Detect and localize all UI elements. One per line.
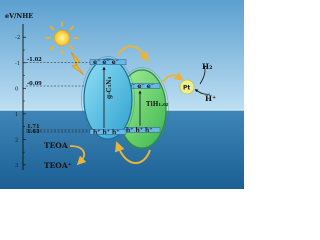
energy-level-label: -0.09 — [27, 81, 42, 87]
pt-label: Pt — [183, 85, 190, 92]
teoa-plus-label: TEOA⁺ — [44, 161, 72, 170]
gcn-holes: h⁺ h⁺ h⁺ — [93, 129, 120, 136]
axis-tick-label: -1 — [15, 61, 20, 67]
axis-tick-label: 2 — [15, 137, 18, 143]
energy-axis: eV/NHE -2 -1 0 1 2 3 — [5, 12, 33, 170]
h2-label: H₂ — [202, 62, 212, 71]
axis-tick-label: 3 — [15, 163, 19, 169]
pt-cocatalyst: Pt — [179, 79, 195, 95]
teoa-label: TEOA — [44, 141, 68, 150]
tih-electrons: e⁻ e⁻ e⁻ — [128, 83, 154, 90]
h2-evolution-arrow — [199, 64, 207, 85]
energy-level-label: 1.63 — [27, 129, 40, 135]
axis-tick-label: 1 — [15, 112, 18, 118]
electron-transfer-arrow — [117, 45, 149, 63]
gcn-label: g-C₃N₄ — [106, 76, 113, 99]
axis-title: eV/NHE — [5, 12, 33, 20]
axis-tick-label: -2 — [15, 35, 20, 41]
hplus-arrow — [194, 89, 211, 95]
tih-holes: h⁺ h⁺ h⁺ — [126, 127, 153, 134]
hplus-label: H⁺ — [205, 94, 216, 103]
sun-icon — [45, 21, 79, 55]
axis-tick-label: 0 — [15, 86, 19, 92]
axis-ticks: -2 -1 0 1 2 3 — [15, 35, 26, 169]
hole-transfer-arrow — [115, 141, 151, 164]
teoa-arrow — [69, 145, 87, 166]
gcn-semiconductor: g-C₃N₄ e⁻ e⁻ e⁻ h⁺ h⁺ h⁺ — [81, 56, 135, 142]
energy-level-label: 1.71 — [27, 124, 40, 130]
energy-level-label: -1.02 — [27, 57, 42, 63]
to-pt-arrow — [161, 71, 184, 84]
gcn-electrons: e⁻ e⁻ e⁻ — [93, 59, 119, 66]
photocatalysis-scheme: eV/NHE -2 -1 0 1 2 3 -1.02 -0.09 1.711.63 TiH₁.… — [0, 0, 244, 189]
tih-label: TiH₁.₀₂ — [146, 101, 169, 108]
